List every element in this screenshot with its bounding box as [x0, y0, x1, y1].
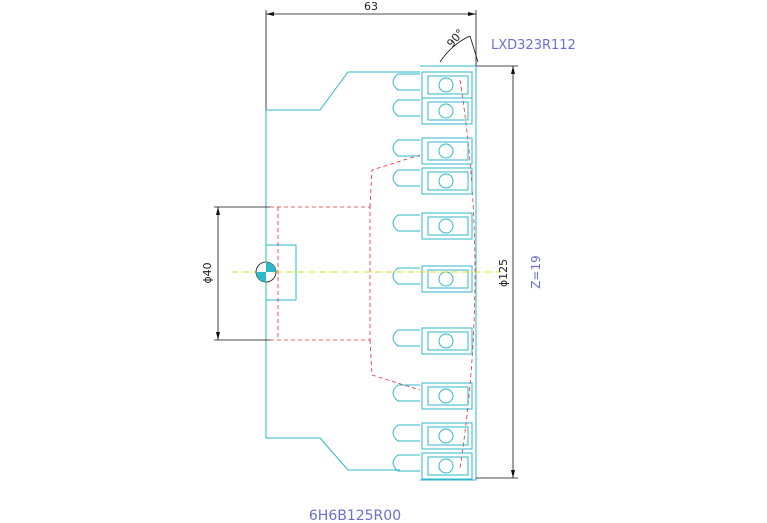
cutter-face-rim	[420, 65, 477, 481]
angle-value: 90°	[444, 27, 466, 50]
bore-dimension: ϕ40	[201, 206, 270, 341]
insert-screw-hole	[438, 458, 454, 474]
tool-code-label: 6H6B125R00	[309, 508, 401, 523]
insert-body	[421, 212, 473, 240]
pocket-lobe	[392, 214, 420, 232]
pocket-lobe	[392, 329, 420, 347]
cutter-body-outline	[265, 71, 420, 471]
insert-pocket	[392, 327, 473, 355]
pocket-lobe	[392, 139, 420, 157]
insert-screw-hole	[438, 103, 454, 119]
insert-face	[427, 456, 469, 476]
angle-arc	[439, 35, 471, 63]
insert-face	[427, 386, 469, 406]
pocket-lobe	[392, 73, 420, 91]
insert-body	[421, 137, 473, 165]
insert-face	[427, 331, 469, 351]
arrow-left	[266, 12, 274, 16]
insert-pocket	[392, 265, 473, 293]
relief-hidden-bottom	[369, 339, 421, 391]
insert-code-label: LXD323R112	[491, 38, 576, 53]
center-mark	[255, 261, 277, 283]
insert-face	[427, 426, 469, 446]
pocket-lobe	[392, 99, 420, 117]
insert-screw-hole	[438, 77, 454, 93]
insert-screw-hole	[438, 428, 454, 444]
length-dimension: 63	[265, 0, 477, 110]
insert-screw-hole	[438, 388, 454, 404]
insert-face	[427, 141, 469, 161]
pocket-lobe	[392, 267, 420, 285]
insert-face	[427, 171, 469, 191]
insert-pocket	[392, 167, 473, 195]
angle-dimension: 90°	[439, 27, 479, 63]
diameter-dimension: ϕ125	[476, 65, 518, 479]
pocket-lobe	[392, 424, 420, 442]
body-top-shoulder	[266, 71, 420, 111]
insert-screw-hole	[438, 271, 454, 287]
angle-leader	[469, 35, 479, 63]
insert-pocket	[392, 382, 473, 410]
pocket-lobe	[392, 384, 420, 402]
pocket-lobe	[392, 454, 420, 472]
relief-hidden-top	[369, 154, 421, 208]
insert-screw-hole	[438, 143, 454, 159]
insert-face	[427, 269, 469, 289]
insert-face	[427, 216, 469, 236]
pitch-arc-hidden	[459, 79, 476, 469]
insert-body	[421, 327, 473, 355]
insert-body	[421, 265, 473, 293]
bore-hidden-1	[270, 206, 371, 341]
bore-arrow-top	[216, 207, 220, 215]
dia-arrow-top	[511, 66, 515, 74]
insert-pocket	[392, 452, 473, 480]
dia-dim-value: ϕ125	[497, 259, 510, 287]
center-mark-q3	[256, 272, 266, 282]
insert-body	[421, 382, 473, 410]
insert-pocket	[392, 422, 473, 450]
bore-dim-value: ϕ40	[201, 262, 214, 283]
insert-pockets	[392, 65, 477, 481]
insert-screw-hole	[438, 333, 454, 349]
teeth-count-label: Z=19	[529, 255, 543, 289]
arrow-right	[468, 12, 476, 16]
insert-body	[421, 422, 473, 450]
hidden-bore-lines	[270, 79, 476, 469]
insert-pocket	[392, 97, 473, 125]
pocket-lobe	[392, 169, 420, 187]
insert-face	[427, 75, 469, 95]
insert-face	[427, 101, 469, 121]
insert-pocket	[392, 212, 473, 240]
center-mark-q1	[266, 262, 276, 272]
body-left-profile	[265, 110, 400, 471]
insert-screw-hole	[438, 218, 454, 234]
insert-pocket	[392, 137, 473, 165]
bore-arrow-bottom	[216, 332, 220, 340]
insert-body	[421, 167, 473, 195]
insert-pocket	[392, 71, 473, 99]
insert-body	[421, 97, 473, 125]
length-dim-value: 63	[364, 0, 378, 13]
dia-arrow-bottom	[511, 470, 515, 478]
insert-body	[421, 452, 473, 480]
insert-screw-hole	[438, 173, 454, 189]
